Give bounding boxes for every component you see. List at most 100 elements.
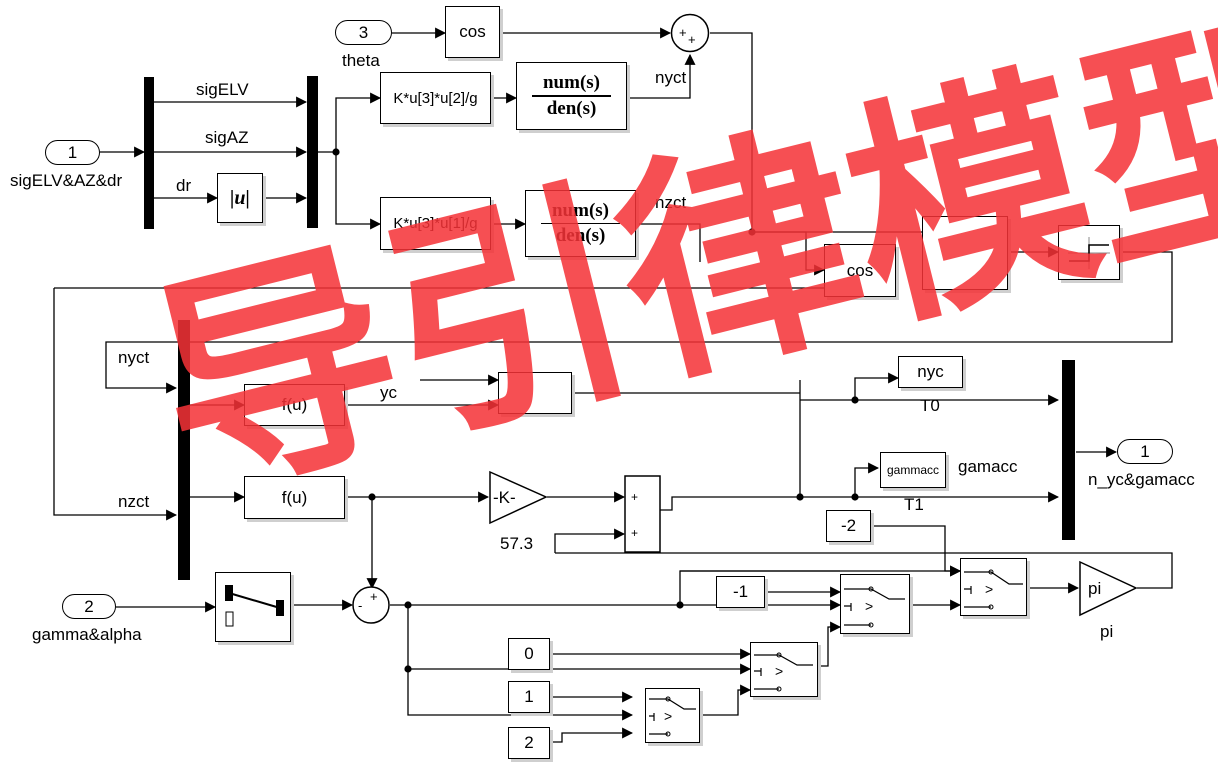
constant-neg1-label: -1 bbox=[732, 582, 749, 601]
tf2-denominator: den(s) bbox=[555, 225, 606, 247]
goto-nyc[interactable]: nyc bbox=[898, 356, 963, 388]
divide-block[interactable] bbox=[922, 216, 1008, 290]
inport-3[interactable]: 3 bbox=[335, 20, 392, 45]
signal-label-yc: yc bbox=[380, 383, 397, 402]
wire-goto-nyc bbox=[854, 372, 900, 400]
constant-neg2[interactable]: -2 bbox=[826, 510, 871, 542]
fcn-block-1[interactable]: K*u[3]*u[2]/g bbox=[380, 72, 491, 124]
signal-label-dr: dr bbox=[176, 176, 192, 195]
constant-1[interactable]: 1 bbox=[508, 681, 550, 713]
signal-label-nzct: nzct bbox=[655, 193, 687, 212]
wire-branch-cos2 bbox=[752, 231, 826, 276]
svg-text:+: + bbox=[370, 589, 378, 604]
inport-3-number: 3 bbox=[358, 22, 369, 42]
abs-block[interactable]: |u| bbox=[217, 173, 263, 223]
goto-nyc-label: nyc bbox=[917, 362, 944, 381]
tf2-fraction-bar bbox=[541, 222, 620, 225]
svg-text:+: + bbox=[631, 526, 638, 540]
selector-icon bbox=[225, 585, 284, 627]
fcn-fu-1-label: f(u) bbox=[281, 395, 308, 414]
signal-label-nzct-2: nzct bbox=[118, 492, 150, 511]
transfer-fcn-2[interactable]: num(s) den(s) bbox=[525, 190, 636, 257]
sum-block-3[interactable]: - + bbox=[352, 586, 394, 628]
fcn-block-1-label: K*u[3]*u[2]/g bbox=[393, 89, 478, 107]
wire-tf2-right bbox=[636, 223, 701, 262]
goto-nyc-tag: T0 bbox=[920, 396, 940, 415]
tf1-numerator: num(s) bbox=[542, 72, 600, 94]
inport-1[interactable]: 1 bbox=[45, 140, 100, 165]
switch-3[interactable]: > bbox=[645, 688, 700, 743]
switch-3-icon: > bbox=[649, 696, 696, 737]
constant-2[interactable]: 2 bbox=[508, 727, 550, 759]
constant-neg2-label: -2 bbox=[840, 516, 857, 535]
outport-1-number: 1 bbox=[1140, 441, 1150, 461]
svg-text:+: + bbox=[688, 32, 696, 47]
wire-sum2-in2 bbox=[554, 528, 626, 553]
inport-1-name: sigELV&AZ&dr bbox=[10, 171, 123, 190]
wire-two bbox=[550, 727, 634, 743]
outport-1[interactable]: 1 bbox=[1117, 439, 1173, 464]
transfer-fcn-1[interactable]: num(s) den(s) bbox=[516, 62, 627, 130]
wire-tf1-sum bbox=[627, 53, 696, 99]
gain-block[interactable]: -K- bbox=[488, 470, 550, 526]
signal-label-sigelv: sigELV bbox=[196, 80, 249, 99]
tf2-numerator: num(s) bbox=[551, 199, 609, 221]
gain-label: 57.3 bbox=[500, 534, 534, 553]
sign-block[interactable] bbox=[1058, 225, 1120, 280]
output-mux-bar[interactable] bbox=[1062, 360, 1075, 540]
cos-block[interactable]: cos bbox=[445, 6, 500, 58]
wire-mux-down bbox=[335, 152, 382, 230]
selector-block[interactable] bbox=[215, 572, 291, 642]
switch-1[interactable]: > bbox=[840, 574, 910, 634]
gamacc-label: gamacc bbox=[958, 457, 1018, 476]
svg-text:-: - bbox=[358, 598, 362, 613]
constant-2-label: 2 bbox=[524, 733, 534, 752]
wire-pi-feedback bbox=[555, 552, 1173, 589]
svg-text:+: + bbox=[631, 490, 638, 504]
wire-vert-408 bbox=[407, 605, 634, 721]
demux-bar[interactable] bbox=[144, 77, 154, 229]
inport-2-name: gamma&alpha bbox=[32, 625, 142, 644]
pi-gain-label: pi bbox=[1100, 622, 1114, 641]
fcn-block-2-label: K*u[3]*u[1]/g bbox=[393, 215, 478, 232]
fcn-block-2[interactable]: K*u[3]*u[1]/g bbox=[380, 197, 491, 250]
cos-block-2[interactable]: cos bbox=[824, 244, 896, 297]
constant-neg1[interactable]: -1 bbox=[716, 576, 765, 608]
sum-block-2[interactable]: + + bbox=[624, 475, 662, 555]
inport-2-number: 2 bbox=[84, 596, 94, 616]
wire-sw2-out bbox=[818, 621, 842, 667]
goto-gammacc-label: gammacc bbox=[886, 463, 939, 477]
svg-text:>: > bbox=[664, 708, 672, 724]
wire-sw3-out bbox=[700, 684, 752, 716]
goto-gammacc[interactable]: gammacc bbox=[880, 452, 946, 488]
fcn-fu-1[interactable]: f(u) bbox=[244, 384, 345, 426]
wire-goto-gammacc bbox=[854, 462, 880, 497]
abs-block-label: |u| bbox=[230, 186, 250, 209]
svg-text:>: > bbox=[775, 663, 783, 679]
wire-sum2-out bbox=[660, 491, 1060, 511]
pi-gain-block-label: pi bbox=[1088, 579, 1101, 598]
signal-label-sigaz: sigAZ bbox=[205, 128, 249, 147]
switch-main-icon: > bbox=[964, 569, 1023, 610]
inport-2[interactable]: 2 bbox=[62, 594, 116, 619]
constant-1-label: 1 bbox=[524, 687, 534, 706]
product-block[interactable] bbox=[498, 372, 572, 414]
switch-main[interactable]: > bbox=[960, 558, 1027, 616]
mux-bar[interactable] bbox=[307, 76, 318, 228]
tf1-denominator: den(s) bbox=[546, 97, 597, 119]
tf1-fraction-bar bbox=[532, 95, 611, 97]
pi-gain-block[interactable]: pi bbox=[1078, 560, 1140, 618]
constant-0[interactable]: 0 bbox=[508, 638, 550, 670]
left-demux-bar[interactable] bbox=[178, 320, 190, 580]
constant-0-label: 0 bbox=[524, 644, 534, 663]
fcn-fu-2[interactable]: f(u) bbox=[244, 476, 345, 519]
sign-icon bbox=[1068, 236, 1110, 269]
signal-label-nyct: nyct bbox=[655, 68, 687, 87]
wire-sum-out bbox=[710, 32, 753, 232]
svg-text:+: + bbox=[679, 25, 687, 40]
svg-text:>: > bbox=[865, 598, 873, 614]
wire-mux-up bbox=[335, 92, 382, 152]
sum-block-1[interactable]: + + bbox=[670, 13, 712, 55]
switch-2[interactable]: > bbox=[750, 642, 818, 697]
